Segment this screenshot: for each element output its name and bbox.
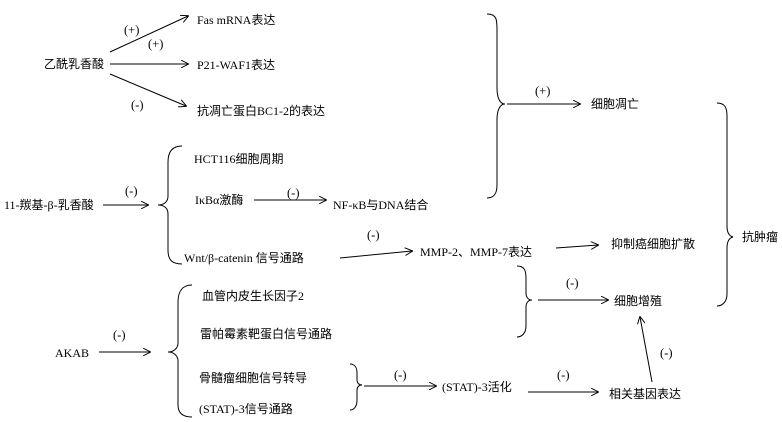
- outcome-apoptosis: 细胞凋亡: [591, 97, 640, 111]
- sign-plus-p21: (+): [148, 37, 164, 51]
- outcome-proliferation: 细胞增殖: [614, 294, 663, 308]
- node-stat-pathway-1: 骨髓瘤细胞信号转导: [199, 371, 308, 385]
- sign-plus-fas: (+): [124, 23, 140, 37]
- brace-antitumor: [716, 102, 734, 307]
- node-p21: P21-WAF1表达: [197, 58, 276, 72]
- node-hct116: HCT116细胞周期: [194, 152, 284, 166]
- source-kba: 11-羰基-β-乳香酸: [4, 198, 94, 212]
- arrow-wnt-to-mmp: [339, 251, 412, 259]
- node-mmp: MMP-2、MMP-7表达: [420, 245, 533, 259]
- node-fas: Fas mRNA表达: [197, 13, 276, 27]
- brace-proliferation: [516, 265, 533, 338]
- node-nfkb: NF-κB与DNA结合: [333, 198, 429, 212]
- sign-minus-proliferation: (-): [566, 276, 579, 290]
- brace-kba: [157, 145, 183, 265]
- node-ikb: IκBα激酶: [195, 193, 244, 207]
- outcome-antitumor: 抗肿瘤: [742, 230, 779, 244]
- source-akab: AKAB: [55, 346, 90, 360]
- arrow-mmp-to-antispread: [555, 245, 598, 248]
- node-mtor: 雷帕霉素靶蛋白信号通路: [200, 327, 333, 341]
- sign-minus-stat3-genes: (-): [557, 368, 570, 382]
- sign-minus-stat3: (-): [394, 368, 407, 382]
- node-stat-pathway-2: (STAT)-3信号通路: [199, 402, 293, 416]
- node-stat3: (STAT)-3活化: [442, 380, 512, 394]
- brace-akab: [167, 284, 193, 418]
- sign-minus-genes: (-): [660, 346, 673, 360]
- sign-minus-nfkb: (-): [287, 186, 300, 200]
- node-bcl2: 抗凋亡蛋白BC1-2的表达: [197, 104, 326, 118]
- node-wnt: Wnt/β-catenin 信号通路: [184, 251, 304, 265]
- arrow-genes-to-proliferation: [640, 317, 653, 383]
- outcome-anti-spread: 抑制癌细胞扩散: [611, 237, 696, 251]
- arrow-ssa-to-bcl2: [109, 73, 186, 106]
- source-ssa: 乙酰乳香酸: [44, 57, 105, 71]
- sign-minus-mmp: (-): [367, 228, 380, 242]
- sign-minus-bcl2: (-): [131, 98, 144, 112]
- arrow-ssa-to-fas: [109, 16, 188, 53]
- sign-minus-kba: (-): [125, 184, 138, 198]
- brace-stat3: [349, 363, 363, 411]
- sign-plus-apoptosis: (+): [535, 84, 551, 98]
- node-genes: 相关基因表达: [609, 387, 682, 401]
- node-vegf: 血管内皮生长因子2: [202, 289, 305, 303]
- brace-apoptosis: [486, 13, 506, 199]
- sign-minus-akab: (-): [113, 328, 126, 342]
